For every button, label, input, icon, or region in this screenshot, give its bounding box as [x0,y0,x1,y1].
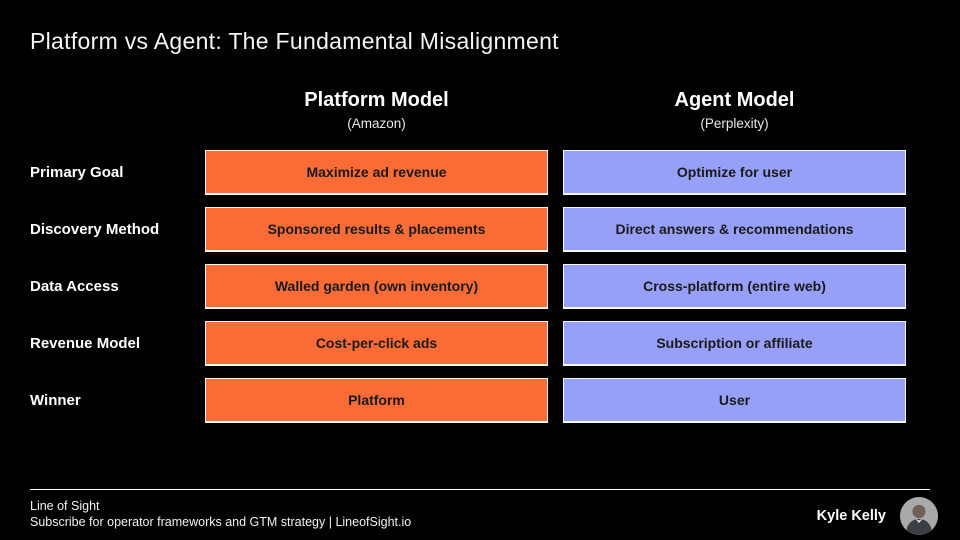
row-label-revenue-model: Revenue Model [30,335,141,352]
column-title: Platform Model [304,89,449,111]
column-subtitle: (Perplexity) [700,116,769,131]
footer-author-block: Kyle Kelly [817,496,938,536]
header-spacer [30,88,190,138]
row-label-primary-goal: Primary Goal [30,164,124,181]
cell-agent-data-access: Cross-platform (entire web) [563,264,906,309]
cell-platform-data-access: Walled garden (own inventory) [205,264,548,309]
cell-platform-primary-goal: Maximize ad revenue [205,150,548,195]
cell-agent-revenue-model: Subscription or affiliate [563,321,906,366]
cell-platform-discovery-method: Sponsored results & placements [205,207,548,252]
column-header-agent: Agent Model (Perplexity) [563,88,906,138]
column-title: Agent Model [674,89,795,111]
column-subtitle: (Amazon) [347,116,406,131]
footer-brand-block: Line of Sight Subscribe for operator fra… [30,498,411,530]
cell-platform-winner: Platform [205,378,548,423]
cell-platform-revenue-model: Cost-per-click ads [205,321,548,366]
footer-divider [30,489,930,490]
column-header-platform: Platform Model (Amazon) [205,88,548,138]
cell-agent-discovery-method: Direct answers & recommendations [563,207,906,252]
footer-brand: Line of Sight [30,499,100,513]
cell-agent-primary-goal: Optimize for user [563,150,906,195]
cell-agent-winner: User [563,378,906,423]
footer-author-name: Kyle Kelly [816,508,886,524]
row-label-discovery-method: Discovery Method [30,221,160,238]
footer-tagline: Subscribe for operator frameworks and GT… [30,515,412,529]
slide-title: Platform vs Agent: The Fundamental Misal… [30,28,559,54]
person-avatar-icon [900,497,938,535]
row-label-winner: Winner [30,392,81,409]
row-label-data-access: Data Access [30,278,119,295]
comparison-table: Platform Model (Amazon) Agent Model (Per… [30,88,906,423]
